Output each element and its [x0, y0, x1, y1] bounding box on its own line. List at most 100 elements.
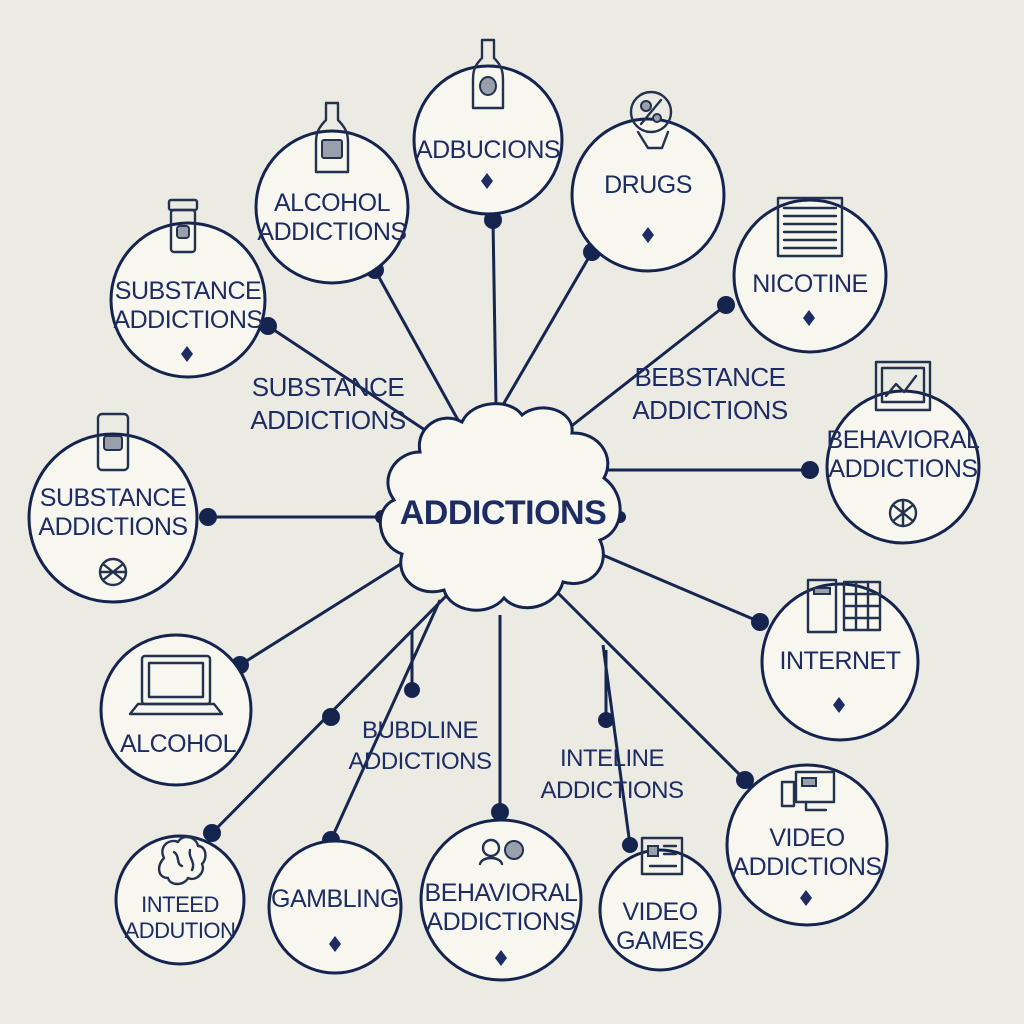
- node-label: INTEED: [141, 892, 219, 917]
- node-ring: [254, 129, 410, 285]
- float-label: BUBDLINE: [362, 717, 478, 744]
- edge-substance-top: [267, 324, 441, 442]
- node-label: GAMES: [616, 927, 704, 955]
- node-ring: [732, 198, 888, 354]
- gamepad-icon: [640, 836, 684, 876]
- node-label: ADDICTIONS: [732, 853, 881, 881]
- laptop-icon: [128, 654, 224, 716]
- node-gambling[interactable]: GAMBLING: [267, 839, 403, 975]
- diamond-icon: [181, 346, 193, 362]
- node-label: ADDICTIONS: [38, 513, 187, 541]
- diamond-icon: [833, 697, 845, 713]
- flower-icon: [98, 557, 128, 587]
- diamond-icon: [495, 950, 507, 966]
- node-inteed-addution[interactable]: INTEED ADDUTION: [114, 834, 246, 966]
- node-label: ALCOHOL: [274, 189, 391, 217]
- diamond-icon: [803, 310, 815, 326]
- node-label: ADBUCIONS: [416, 136, 560, 164]
- node-ring: [114, 834, 246, 966]
- node-ring: [725, 763, 889, 927]
- node-ring: [267, 839, 403, 975]
- node-ring: [598, 848, 722, 972]
- node-substance-top[interactable]: SUBSTANCE ADDICTIONS: [109, 198, 267, 379]
- float-label: ADDICTIONS: [540, 777, 683, 804]
- dot: [491, 803, 509, 821]
- floating-label-substance-mid: SUBSTANCE ADDICTIONS: [250, 372, 406, 435]
- node-internet[interactable]: INTERNET: [760, 578, 920, 742]
- edge-drugs: [498, 251, 594, 411]
- bottle-icon: [471, 38, 505, 110]
- dot: [751, 613, 769, 631]
- node-ring: [27, 432, 199, 604]
- node-label: INTERNET: [780, 647, 901, 675]
- node-label: BEHAVIORAL: [425, 879, 579, 907]
- node-label: ADDICTIONS: [257, 218, 406, 246]
- phone-icon: [96, 412, 130, 472]
- node-label: VIDEO: [769, 824, 844, 852]
- flower-icon: [888, 498, 918, 528]
- dot: [736, 771, 754, 789]
- node-label: NICOTINE: [752, 270, 867, 298]
- node-adbucions[interactable]: ADBUCIONS: [412, 38, 564, 216]
- node-ring: [99, 633, 253, 787]
- float-label: ADDICTIONS: [632, 395, 788, 425]
- node-video-addictions[interactable]: VIDEO ADDICTIONS: [725, 763, 889, 927]
- pills-icon: [629, 90, 673, 150]
- node-label: ADDICTIONS: [828, 455, 977, 483]
- floating-label-bubdline: BUBDLINE ADDICTIONS: [348, 717, 492, 775]
- node-alcohol[interactable]: ALCOHOL: [99, 633, 253, 787]
- diamond-icon: [642, 227, 654, 243]
- people-icon: [478, 838, 524, 866]
- node-label: ADDICTIONS: [426, 908, 575, 936]
- dot: [622, 837, 638, 853]
- server-icon: [806, 578, 882, 634]
- edge-nicotine: [559, 303, 727, 437]
- diamond-icon: [329, 936, 341, 952]
- hub-label: ADDICTIONS: [400, 494, 607, 532]
- node-label: VIDEO: [622, 898, 697, 926]
- node-label: ADDUTION: [125, 918, 236, 943]
- node-label: BEHAVIORAL: [827, 426, 981, 454]
- dot: [322, 708, 340, 726]
- node-nicotine[interactable]: NICOTINE: [732, 196, 888, 354]
- dot: [404, 682, 420, 698]
- edge-adbucions: [491, 219, 498, 406]
- node-label: DRUGS: [604, 171, 692, 199]
- node-ring: [570, 117, 726, 273]
- dot: [199, 508, 217, 526]
- dot: [259, 317, 277, 335]
- edge-alcohol-addictions: [373, 269, 460, 421]
- dot: [484, 211, 502, 229]
- edge-alcohol: [239, 553, 416, 667]
- node-label: SUBSTANCE: [115, 277, 261, 305]
- dot: [598, 712, 614, 728]
- monitor-chart-icon: [874, 360, 932, 412]
- hub-cloud-shape: [378, 402, 622, 612]
- node-video-games[interactable]: VIDEO GAMES: [598, 836, 722, 972]
- jar-icon: [167, 198, 199, 254]
- edge-internet: [597, 551, 761, 624]
- node-label: GAMBLING: [271, 885, 399, 913]
- float-label: INTELINE: [560, 745, 664, 772]
- floating-label-inteline: INTELINE ADDICTIONS: [540, 745, 684, 804]
- float-label: SUBSTANCE: [252, 372, 405, 402]
- node-label: SUBSTANCE: [40, 484, 186, 512]
- brain-icon: [157, 835, 207, 886]
- hub-node[interactable]: ADDICTIONS: [378, 402, 622, 612]
- node-drugs[interactable]: DRUGS: [570, 90, 726, 273]
- edge-video-addictions: [553, 588, 747, 782]
- edge-gambling: [329, 599, 442, 841]
- node-behavioral-bottom[interactable]: BEHAVIORAL ADDICTIONS: [419, 818, 583, 982]
- node-substance-left[interactable]: SUBSTANCE ADDICTIONS: [27, 412, 199, 604]
- dot: [717, 296, 735, 314]
- node-label: ALCOHOL: [120, 730, 237, 758]
- dot: [203, 824, 221, 842]
- node-behavioral-right[interactable]: BEHAVIORAL ADDICTIONS: [825, 360, 981, 545]
- node-alcohol-addictions[interactable]: ALCOHOL ADDICTIONS: [254, 101, 410, 285]
- float-label: ADDICTIONS: [250, 405, 406, 435]
- node-ring: [109, 221, 267, 379]
- dot: [801, 461, 819, 479]
- cigarette-pack-icon: [776, 196, 844, 258]
